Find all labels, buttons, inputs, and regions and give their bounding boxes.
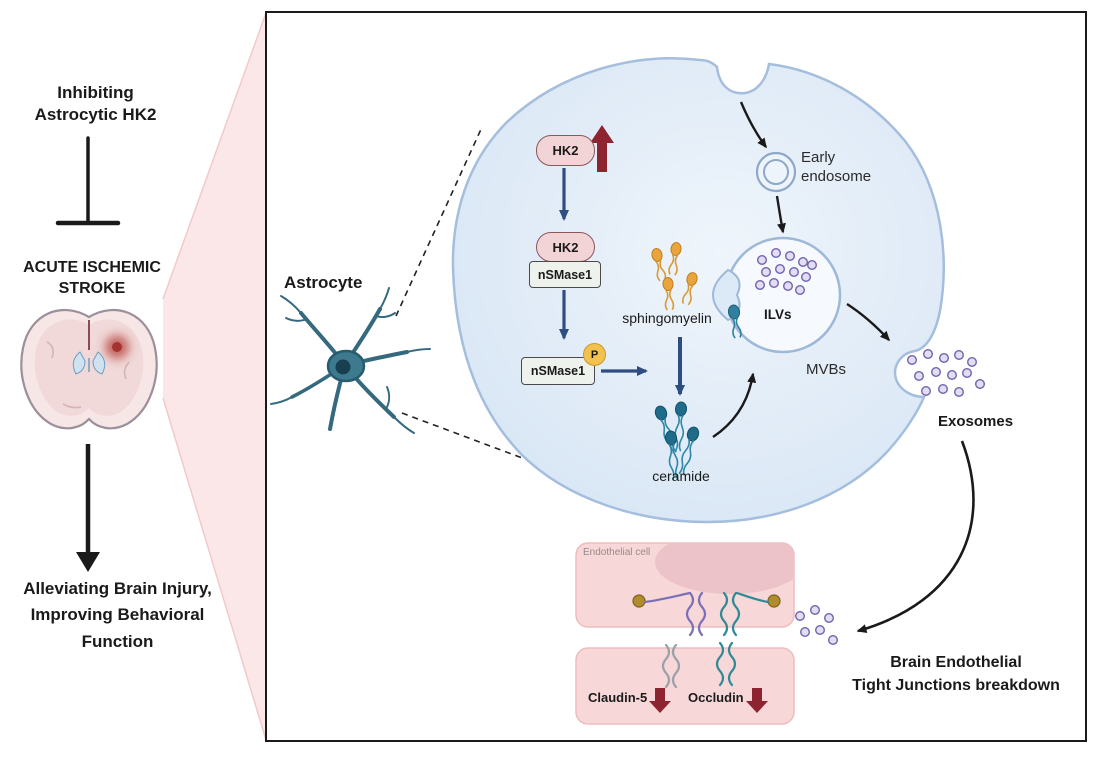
hk2-lower-label: HK2 [552,239,579,255]
early-endosome-icon [755,151,797,193]
phospho-badge: P [583,343,606,366]
pathway-arrows [559,168,685,396]
claudin-squiggle [685,591,695,637]
endothelial-cell-label: Endothelial cell [583,547,651,558]
ventricle-right [92,351,106,375]
occludin-label: Occludin [688,690,744,705]
astrocyte-cell-membrane [451,57,945,524]
outcome-arrow [76,444,100,572]
astrocyte-label: Astrocyte [284,273,363,292]
exosome-dots [907,349,986,398]
junction-anchor-left [632,594,646,608]
endocytosis-arrow [739,101,767,149]
hk2-node-lower: HK2 [536,232,595,262]
exosomes-label: Exosomes [938,413,1014,430]
astrocyte-icon [270,287,431,434]
claudin-label: Claudin-5 [588,690,648,705]
outcome-label: Alleviating Brain Injury, Improving Beha… [23,579,212,651]
tight-junction-breakdown-label: Brain Endothelial Tight Junctions breakd… [852,654,1060,695]
brain-icon [20,308,158,430]
phospho-label: P [590,348,599,361]
nsmase1-node-lower: nSMase1 [521,357,595,385]
ceramide-label: ceramide [652,468,710,484]
sphingomyelin-label: sphingomyelin [622,310,712,326]
acute-stroke-label: ACUTE ISCHEMIC STROKE [23,259,161,297]
endothelial-nucleus [655,543,794,594]
ventricle-left [72,351,86,375]
tight-junction-proteins [632,591,781,689]
occludin-squiggle [719,591,729,637]
endothelial-cell-bottom [575,647,795,725]
mvb-to-membrane-arrow [846,302,891,342]
junction-anchor-right [767,594,781,608]
inhibition-tbar-icon [55,136,121,226]
occludin-decrease-arrow [746,688,768,713]
ceramide-to-mvb-arrow [712,372,757,438]
zoom-funnel [162,12,267,741]
mvbs-label: MVBs [806,361,847,378]
nsmase1-upper-label: nSMase1 [537,267,593,282]
hk2-upper-label: HK2 [552,143,579,158]
hk2-increase-arrow [590,125,614,172]
ilvs-label: ILVs [764,307,792,322]
endothelial-cells [575,542,795,725]
nsmase1-lower-label: nSMase1 [530,364,586,378]
endosome-to-mvb-arrow [775,195,786,234]
inhibiting-hk2-label: Inhibiting Astrocytic HK2 [34,83,157,125]
sphingomyelin-icon [651,242,698,311]
exosome-to-endothelium-arrow [856,440,975,633]
claudin-decrease-arrow [649,688,671,713]
hk2-node-upper: HK2 [536,135,595,166]
junction-exosome-dots [795,605,839,646]
mvb-lipid-icon [727,304,742,339]
ilv-dots [755,247,818,296]
early-endosome-label: Early endosome [801,149,872,185]
nsmase1-node-upper: nSMase1 [529,261,601,288]
ceramide-icon [654,401,700,481]
